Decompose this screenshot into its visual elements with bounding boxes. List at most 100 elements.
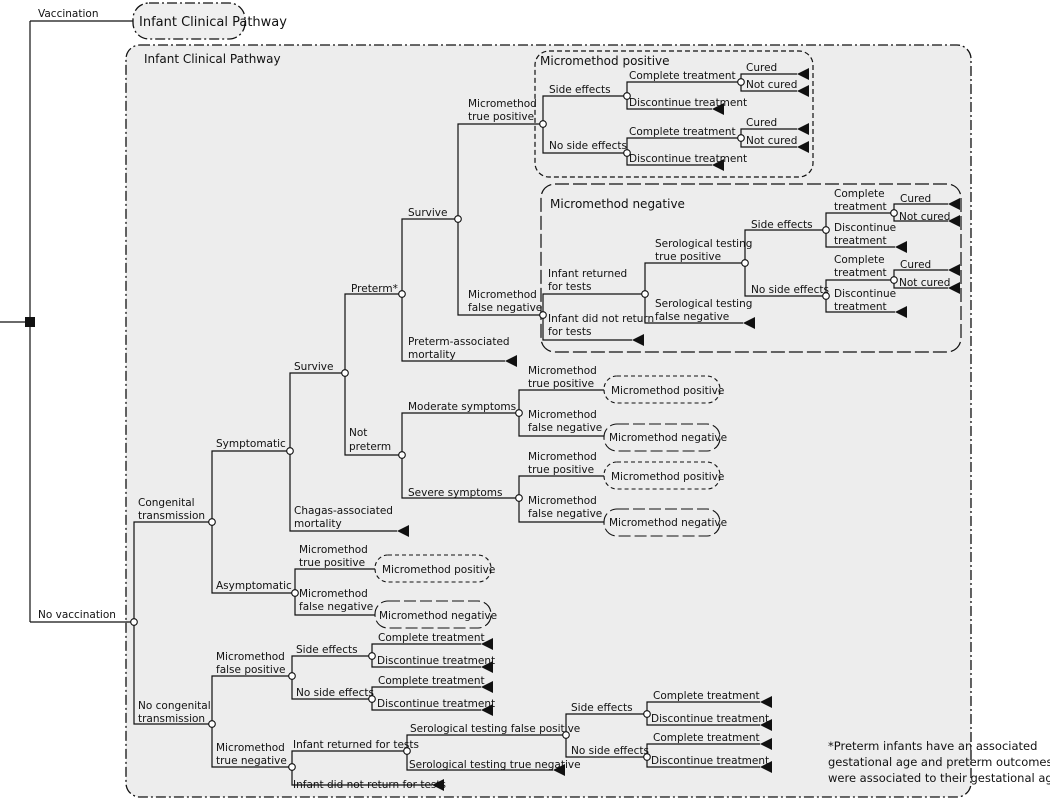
sero-false-positive-label: Serological testing false positive bbox=[410, 723, 580, 735]
side-effects-label: Side effects bbox=[549, 84, 611, 96]
chance-node bbox=[562, 731, 570, 739]
cured-label: Cured bbox=[900, 259, 931, 271]
terminal-node-triangle bbox=[895, 306, 907, 318]
chance-node bbox=[403, 747, 411, 755]
chance-node bbox=[515, 409, 523, 417]
terminal-node-triangle bbox=[760, 738, 772, 750]
terminal-node-triangle bbox=[481, 638, 493, 650]
terminal-node-triangle bbox=[948, 198, 960, 210]
cured-label: Cured bbox=[746, 62, 777, 74]
preterm-label: Preterm* bbox=[351, 283, 398, 295]
terminal-node-triangle bbox=[797, 85, 809, 97]
side-effects-label: Side effects bbox=[296, 644, 358, 656]
terminal-node-triangle bbox=[632, 334, 644, 346]
infant-returned-label: Infant returned for tests bbox=[293, 739, 419, 751]
chance-node bbox=[454, 215, 462, 223]
complete-treatment-label: Complete treatment bbox=[653, 690, 760, 702]
mm-positive-box-label: Micromethod positive bbox=[611, 385, 724, 397]
cured-label: Cured bbox=[746, 117, 777, 129]
chance-node bbox=[288, 672, 296, 680]
no-side-effects-label: No side effects bbox=[751, 284, 829, 296]
discontinue-treatment-label: Discontinue treatment bbox=[651, 713, 769, 725]
icp-main-title: Infant Clinical Pathway bbox=[144, 52, 281, 66]
chance-node bbox=[208, 720, 216, 728]
terminal-node-triangle bbox=[797, 141, 809, 153]
terminal-node-triangle bbox=[481, 704, 493, 716]
cured-label: Cured bbox=[900, 193, 931, 205]
terminal-node-triangle bbox=[397, 525, 409, 537]
mm-positive-box-label: Micromethod positive bbox=[382, 564, 495, 576]
decision-node bbox=[25, 317, 35, 327]
chance-node bbox=[822, 292, 830, 300]
side-effects-label: Side effects bbox=[571, 702, 633, 714]
chance-node bbox=[737, 78, 745, 86]
vaccination-label: Vaccination bbox=[38, 8, 98, 20]
no-vaccination-label: No vaccination bbox=[38, 609, 116, 621]
icp-top-title: Infant Clinical Pathway bbox=[139, 15, 287, 30]
terminal-nodes bbox=[397, 68, 960, 791]
chance-node bbox=[130, 618, 138, 626]
chance-node bbox=[741, 259, 749, 267]
terminal-node-triangle bbox=[948, 282, 960, 294]
discontinue-treatment-label: Discontinue treatment bbox=[377, 698, 495, 710]
mm-positive-group-title: Micromethod positive bbox=[540, 54, 670, 68]
terminal-node-triangle bbox=[553, 764, 565, 776]
asymptomatic-label: Asymptomatic bbox=[216, 580, 292, 592]
mm-negative-box-label: Micromethod negative bbox=[609, 517, 727, 529]
complete-treatment-label: Complete treatment bbox=[629, 70, 736, 82]
severe-symptoms-label: Severe symptoms bbox=[408, 487, 503, 499]
complete-treatment-label: Complete treatment bbox=[629, 126, 736, 138]
no-side-effects-label: No side effects bbox=[571, 745, 649, 757]
no-side-effects-label: No side effects bbox=[296, 687, 374, 699]
terminal-node-triangle bbox=[743, 317, 755, 329]
chance-node bbox=[822, 226, 830, 234]
terminal-node-triangle bbox=[481, 681, 493, 693]
mm-negative-box-label: Micromethod negative bbox=[609, 432, 727, 444]
micromethod-positive-group bbox=[534, 50, 814, 178]
symptomatic-label: Symptomatic bbox=[216, 438, 286, 450]
chance-node bbox=[641, 290, 649, 298]
chance-node bbox=[208, 518, 216, 526]
chance-node bbox=[643, 753, 651, 761]
terminal-node-triangle bbox=[712, 103, 724, 115]
terminal-node-triangle bbox=[481, 661, 493, 673]
mm-negative-box-1 bbox=[603, 423, 721, 452]
terminal-node-triangle bbox=[948, 215, 960, 227]
mm-positive-box-3 bbox=[374, 554, 492, 583]
terminal-node-triangle bbox=[505, 355, 517, 367]
terminal-node-triangle bbox=[797, 68, 809, 80]
chance-node bbox=[288, 763, 296, 771]
terminal-node-triangle bbox=[797, 123, 809, 135]
mm-negative-box-label: Micromethod negative bbox=[379, 610, 497, 622]
survive-label: Survive bbox=[294, 361, 333, 373]
terminal-node-triangle bbox=[760, 719, 772, 731]
terminal-node-triangle bbox=[895, 241, 907, 253]
mm-positive-box-label: Micromethod positive bbox=[611, 471, 724, 483]
chance-node bbox=[291, 589, 299, 597]
discontinue-treatment-label: Discontinue treatment bbox=[629, 153, 747, 165]
chance-node bbox=[368, 695, 376, 703]
chance-node bbox=[539, 120, 547, 128]
complete-treatment-label: Complete treatment bbox=[653, 732, 760, 744]
discontinue-treatment-label: Discontinue treatment bbox=[651, 755, 769, 767]
chance-node bbox=[398, 451, 406, 459]
not-cured-label: Not cured bbox=[899, 277, 950, 289]
sero-true-negative-label: Serological testing true negative bbox=[409, 759, 581, 771]
mm-positive-box-1 bbox=[603, 375, 721, 404]
infant-clinical-pathway-panel bbox=[125, 44, 972, 798]
